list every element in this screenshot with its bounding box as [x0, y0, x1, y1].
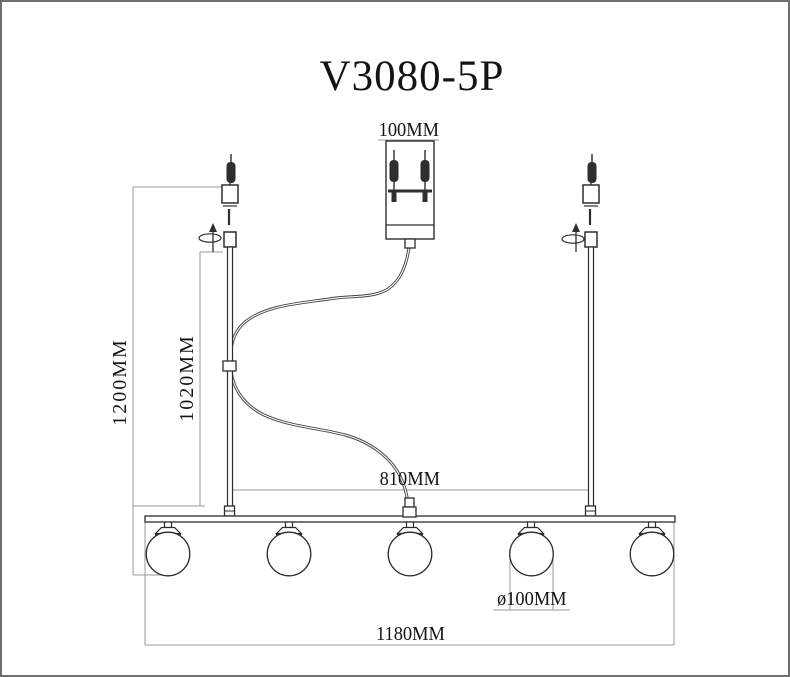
power-cable — [228, 247, 411, 505]
lamp-2 — [266, 521, 312, 577]
lamp-globe — [509, 531, 554, 577]
left-rotation-arrowhead — [209, 223, 217, 232]
lamp-5 — [629, 521, 675, 577]
left-rotation-symbol — [198, 233, 222, 243]
lamp-globe — [266, 531, 312, 577]
cable-line — [228, 247, 411, 505]
lamp-globe — [387, 531, 433, 577]
bracket-hook-left — [391, 192, 397, 202]
dim-label-canopy-width: 100MM — [373, 119, 445, 141]
screw-body-left — [389, 160, 399, 182]
center-connector-top — [404, 497, 415, 508]
left-suspension-rod — [198, 154, 239, 517]
dim-label-shade-diameter: ø100MM — [488, 588, 576, 610]
right-rotation-arrowhead — [572, 223, 580, 232]
dim-label-suspension-spacing: 810MM — [374, 468, 446, 490]
product-title: V3080-5P — [319, 53, 505, 100]
left-cable-clamp — [222, 360, 237, 372]
right-rod-cap — [584, 231, 598, 248]
lamp-fitter — [396, 526, 424, 535]
bracket-hook-right — [422, 192, 428, 202]
dim-text-1180mm: 1180MM — [375, 623, 445, 645]
right-rotation-symbol — [561, 234, 585, 244]
right-suspension-rod — [561, 154, 600, 517]
dim-label-rod-length: 1020MM — [176, 323, 198, 433]
lamps — [145, 521, 675, 577]
left-rod-cap — [223, 231, 237, 248]
dim-text-810mm: 810MM — [379, 468, 441, 490]
dim-label-frame-length: 1180MM — [366, 623, 454, 645]
canopy-nipple — [404, 238, 416, 249]
lamp-1 — [145, 521, 191, 577]
right-rod — [587, 246, 595, 507]
lamp-neck — [284, 521, 294, 529]
lamp-4 — [509, 521, 554, 577]
lamp-3 — [387, 521, 433, 577]
lamp-fitter — [638, 526, 666, 535]
lamp-neck — [526, 521, 536, 529]
lamp-fitter — [275, 526, 303, 535]
left-hook-screw — [226, 162, 236, 183]
left-rod — [226, 246, 234, 507]
dim-text-1020mm: 1020MM — [176, 334, 198, 422]
dim-text-100mm: 100MM — [378, 119, 440, 141]
screw-body-right — [420, 160, 430, 182]
lamp-neck — [647, 521, 657, 529]
dim-label-overall-height: 1200MM — [109, 327, 131, 437]
dimension-lines — [132, 139, 675, 646]
lamp-globe — [145, 531, 191, 577]
dim-text-d100mm: ø100MM — [497, 588, 567, 610]
lamp-globe — [629, 531, 675, 577]
lamp-fitter — [517, 526, 545, 535]
right-hook-bracket — [582, 184, 600, 204]
right-hook-screw — [587, 162, 597, 183]
lamp-fitter — [154, 526, 182, 535]
left-hook-bracket — [221, 184, 239, 204]
cable-highlight — [229, 247, 410, 505]
center-connector-base — [402, 506, 417, 518]
dim-text-1200mm: 1200MM — [109, 338, 131, 426]
lamp-neck — [163, 521, 173, 529]
ceiling-canopy — [385, 140, 435, 249]
lamp-neck — [405, 521, 415, 529]
